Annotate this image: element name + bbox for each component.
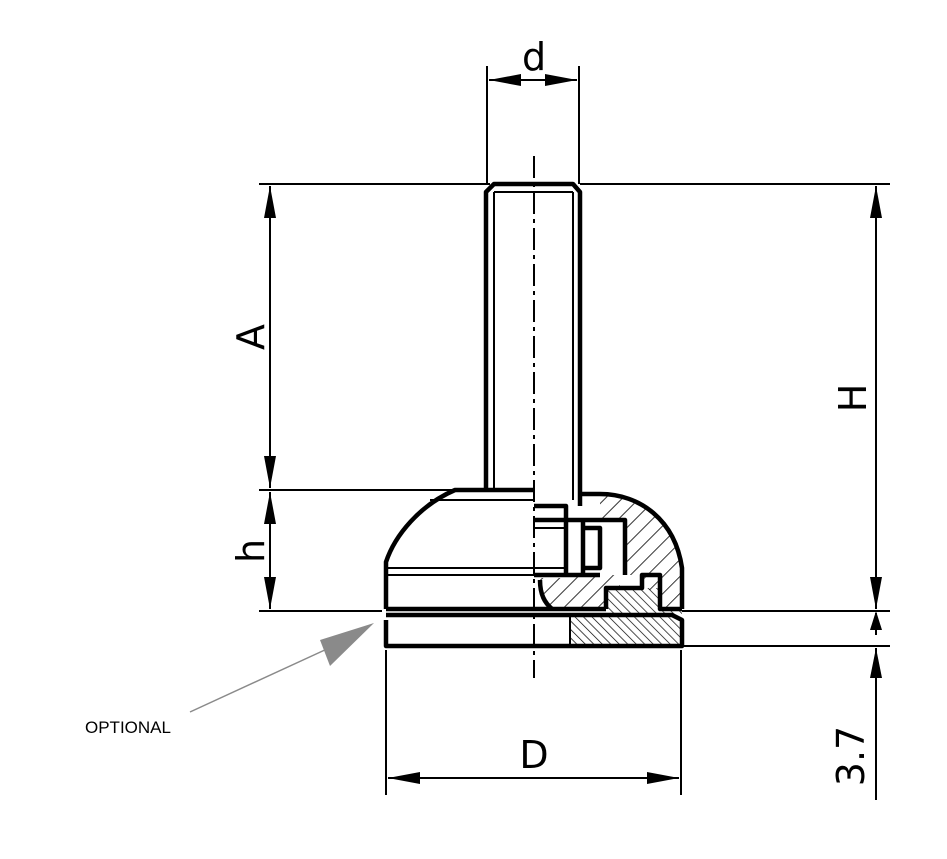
dimension-big-h: H <box>831 186 882 609</box>
dimension-label-big-h: H <box>831 384 875 413</box>
dimension-label-thickness: 3.7 <box>829 726 873 786</box>
dimension-label-d: d <box>522 35 546 79</box>
dimension-h: h <box>229 492 276 609</box>
threaded-stud <box>483 181 583 506</box>
callout-arrow-icon <box>320 623 374 666</box>
dimension-big-d: D <box>388 733 679 784</box>
optional-pad <box>383 588 685 649</box>
dimension-label-big-d: D <box>519 733 548 777</box>
dimension-thickness: 3.7 <box>829 611 882 800</box>
dome-base-exterior <box>383 487 534 612</box>
dimension-label-a: A <box>229 324 273 350</box>
optional-label: OPTIONAL <box>85 718 171 737</box>
dimension-a: A <box>229 186 276 488</box>
dimension-d: d <box>489 35 577 86</box>
dimension-label-h: h <box>229 539 273 563</box>
extension-lines <box>259 66 890 795</box>
optional-callout: OPTIONAL <box>85 623 374 737</box>
